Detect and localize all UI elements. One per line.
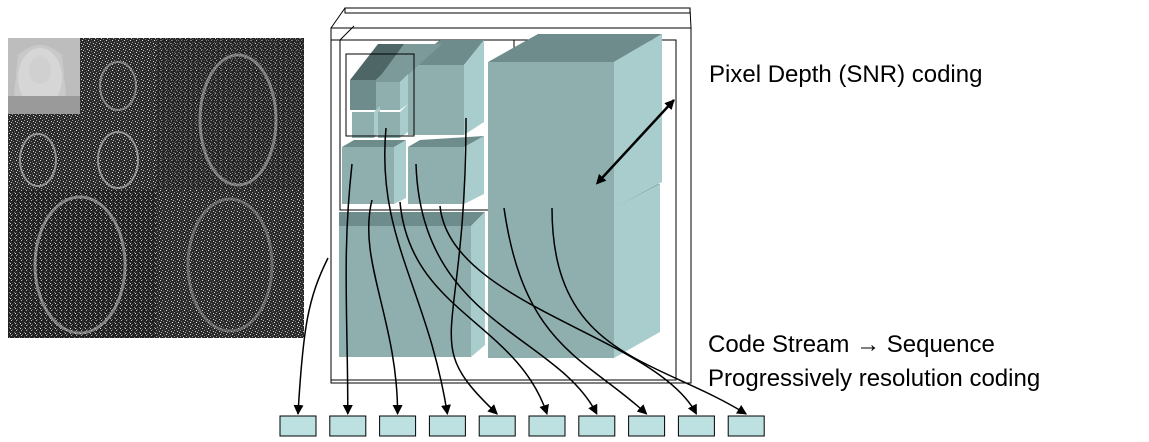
connection-curve-2	[342, 163, 353, 415]
cube-HL1	[339, 212, 485, 357]
code-block-3	[379, 415, 417, 437]
code-block-8	[628, 415, 666, 437]
wireframe-outer	[330, 7, 692, 384]
progressive-coding-label: Progressively resolution coding	[708, 365, 1041, 392]
connection-curve-10	[551, 207, 748, 415]
code-block-2	[329, 415, 367, 437]
pixel-depth-arrow	[595, 99, 675, 185]
pixel-depth-label: Pixel Depth (SNR) coding	[709, 61, 983, 88]
cube-LH1	[488, 34, 662, 208]
connection-curve-8	[450, 117, 498, 415]
cube-HH1	[488, 184, 660, 358]
code-block-1	[279, 415, 317, 437]
code-stream-label: Code Stream → Sequence	[708, 331, 995, 358]
connection-curve-7	[439, 205, 698, 415]
code-stream-connections	[293, 117, 748, 415]
connection-curve-1	[293, 257, 329, 415]
connection-curve-4	[384, 127, 451, 415]
connection-curve-3	[368, 199, 403, 415]
code-stream-blocks	[279, 415, 765, 437]
wavelet-decomposition-image	[8, 38, 304, 338]
connection-curve-5	[399, 201, 549, 415]
cube-LH3	[376, 44, 442, 110]
cube-LH2	[408, 40, 484, 135]
code-block-10	[727, 415, 765, 437]
cube-HL3	[352, 106, 380, 138]
code-block-5	[478, 415, 516, 437]
level3-outline	[345, 53, 415, 137]
code-block-4	[428, 415, 466, 437]
cube-HH3	[378, 104, 408, 138]
code-block-9	[677, 415, 715, 437]
connection-curve-6	[415, 163, 598, 415]
lowpass-thumbnail	[8, 38, 80, 114]
subband-cube-stack	[330, 7, 692, 384]
connection-curve-9	[503, 207, 648, 415]
code-block-7	[578, 415, 616, 437]
code-block-6	[528, 415, 566, 437]
